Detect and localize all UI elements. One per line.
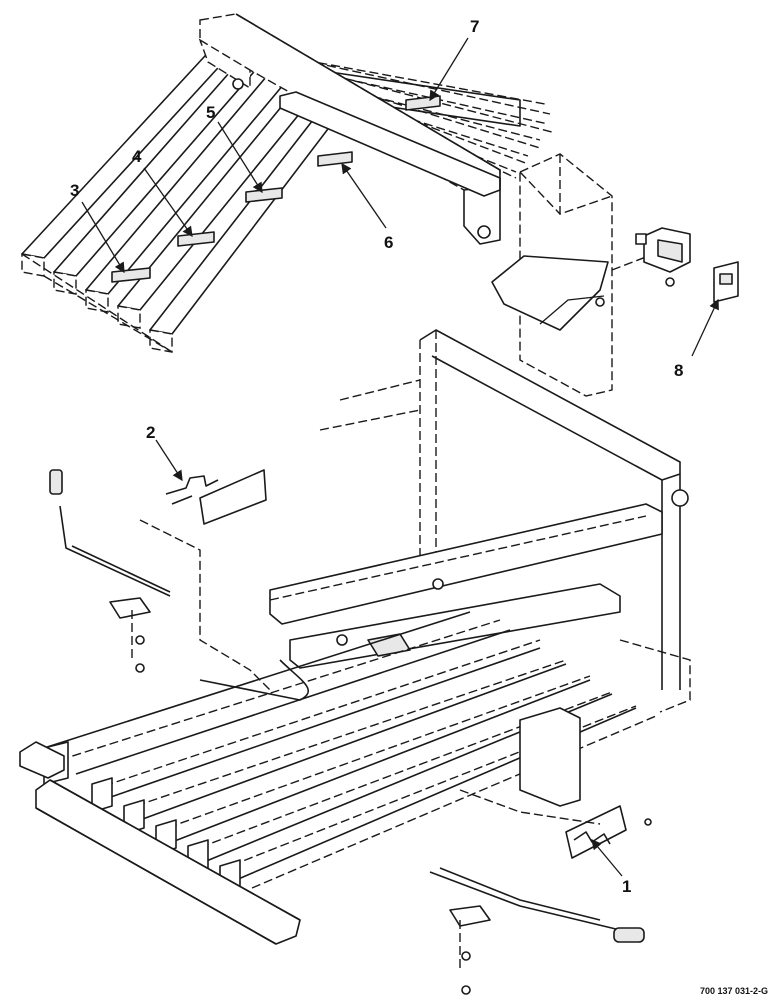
shield-panel xyxy=(139,519,309,701)
leader-7 xyxy=(429,37,469,102)
leader-6 xyxy=(341,162,387,229)
leader-1 xyxy=(591,839,623,877)
callout-8: 8 xyxy=(674,361,683,380)
cross-frame xyxy=(198,13,501,245)
callout-7: 7 xyxy=(470,17,479,36)
callout-2: 2 xyxy=(146,423,155,442)
callout-4: 4 xyxy=(132,147,142,166)
pads xyxy=(111,95,441,283)
leader-2 xyxy=(155,439,183,482)
callout-numbers: 7 5 4 3 6 8 2 1 xyxy=(70,17,683,896)
callout-5: 5 xyxy=(206,103,215,122)
upper-tube-1 xyxy=(21,43,239,277)
callout-3: 3 xyxy=(70,181,79,200)
drawing-number: 700 137 031-2-G xyxy=(700,986,768,996)
mounting-bracket-box xyxy=(491,153,613,397)
leader-5 xyxy=(217,121,263,194)
leader-8 xyxy=(691,298,719,357)
callout-1: 1 xyxy=(622,877,631,896)
callout-leaders xyxy=(81,37,719,877)
right-lever-assembly xyxy=(429,867,645,995)
leader-3 xyxy=(81,201,125,274)
callout-6: 6 xyxy=(384,233,393,252)
left-lever-assembly xyxy=(49,469,171,673)
upper-tray-assembly xyxy=(21,13,613,397)
lower-frame-assembly xyxy=(19,329,691,945)
fuse-holder-assembly xyxy=(611,227,739,303)
leader-4 xyxy=(143,167,193,238)
part-2-decal xyxy=(165,469,267,525)
